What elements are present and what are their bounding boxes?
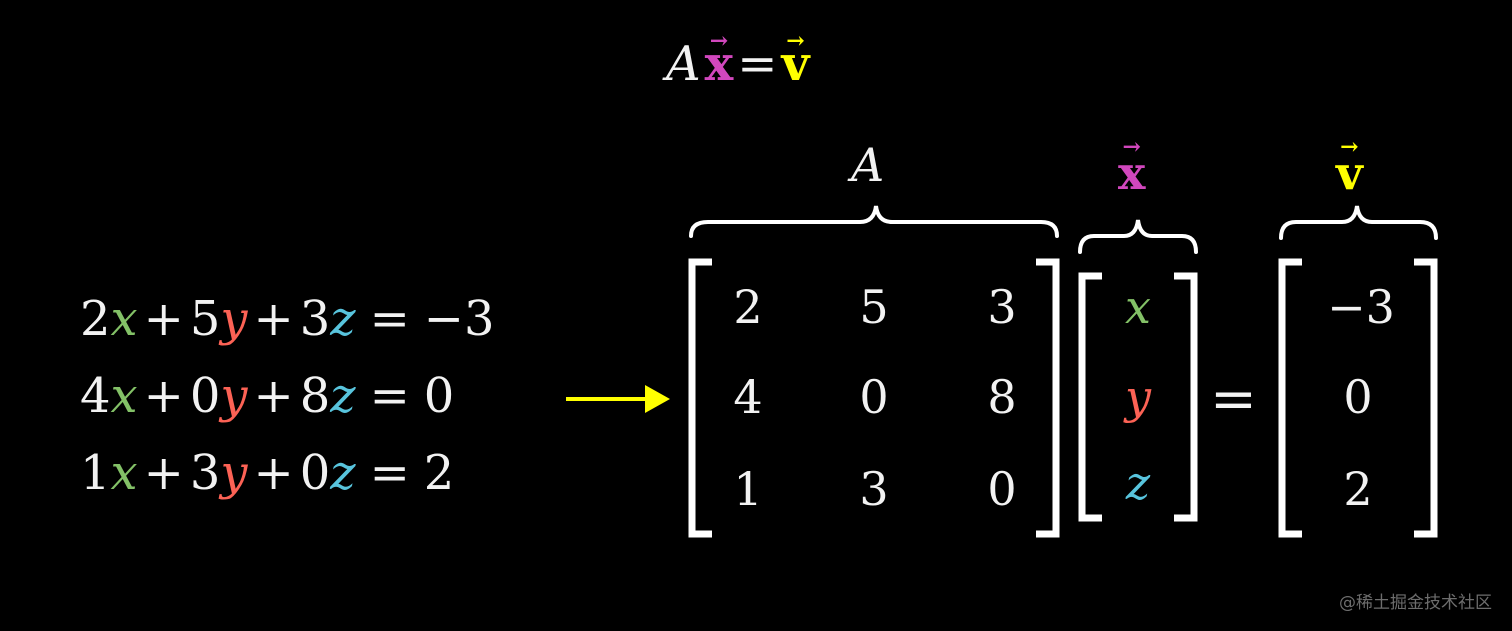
- vector-x-left-bracket: [1078, 272, 1102, 522]
- title-v-letter: v: [781, 36, 810, 92]
- vector-x-entry-x: x: [1125, 280, 1151, 334]
- matrix-A-entry: 4: [733, 370, 763, 424]
- matrix-equals: =: [1210, 367, 1257, 432]
- equation-row-1: 2 x + 5 y + 3 z = −3: [80, 295, 495, 343]
- vector-x-right-bracket: [1174, 272, 1198, 522]
- brace-v: [1279, 205, 1438, 240]
- var-z: z: [330, 291, 356, 347]
- vector-x-entry-z: z: [1125, 456, 1151, 510]
- vector-v-right-bracket: [1414, 258, 1438, 538]
- coef: 3: [189, 445, 221, 501]
- rhs: 2: [423, 445, 455, 501]
- title-vector-v: → v: [780, 30, 812, 88]
- vector-x-entry-y: y: [1125, 370, 1151, 424]
- equation-row-2: 4 x + 0 y + 8 z = 0: [80, 372, 454, 420]
- coef: 0: [189, 368, 221, 424]
- equation-row-3: 1 x + 3 y + 0 z = 2: [80, 449, 454, 497]
- matrix-A-entry: 5: [859, 280, 889, 334]
- plus: +: [143, 445, 184, 501]
- brace-A: [689, 205, 1059, 238]
- coef: 5: [189, 291, 221, 347]
- coef: 8: [299, 368, 331, 424]
- plus: +: [143, 368, 184, 424]
- watermark: @稀土掘金技术社区: [1339, 593, 1492, 613]
- plus: +: [253, 291, 294, 347]
- label-x-arrow: →: [1122, 134, 1141, 160]
- var-y: y: [220, 445, 248, 501]
- rhs: −3: [423, 291, 495, 347]
- title-x-arrow: →: [709, 28, 729, 54]
- vector-v-entry: 0: [1343, 370, 1373, 424]
- vector-v-left-bracket: [1278, 258, 1302, 538]
- matrix-A-entry: 3: [987, 280, 1017, 334]
- label-v-letter: v: [1336, 146, 1363, 200]
- plus: +: [143, 291, 184, 347]
- brace-x: [1078, 219, 1198, 254]
- plus: +: [253, 368, 294, 424]
- title-v-arrow: →: [786, 28, 805, 54]
- label-vector-x: → x: [1118, 136, 1145, 196]
- var-x: x: [110, 368, 138, 424]
- coef: 1: [80, 445, 111, 501]
- coef: 4: [80, 368, 111, 424]
- matrix-A-entry: 8: [987, 370, 1017, 424]
- equals: =: [369, 368, 410, 424]
- matrix-A-left-bracket: [688, 258, 712, 538]
- var-x: x: [110, 291, 138, 347]
- matrix-A-entry: 1: [733, 462, 763, 516]
- vector-v-entry: 2: [1343, 462, 1373, 516]
- title-equation: A → x = → v: [664, 30, 812, 92]
- title-vector-x: → x: [703, 30, 736, 88]
- equals: =: [369, 445, 410, 501]
- rhs: 0: [423, 368, 455, 424]
- coef: 0: [299, 445, 331, 501]
- var-y: y: [220, 368, 248, 424]
- var-y: y: [220, 291, 248, 347]
- coef: 3: [299, 291, 331, 347]
- matrix-A-entry: 3: [859, 462, 889, 516]
- matrix-A-entry: 2: [733, 280, 763, 334]
- matrix-A-entry: 0: [987, 462, 1017, 516]
- title-x-letter: x: [704, 36, 734, 92]
- equals: =: [369, 291, 410, 347]
- title-equals: =: [737, 36, 778, 92]
- transform-arrow-icon: [566, 385, 670, 413]
- label-x-letter: x: [1118, 146, 1146, 200]
- plus: +: [253, 445, 294, 501]
- title-matrix-A: A: [666, 36, 701, 92]
- var-z: z: [330, 368, 356, 424]
- label-v-arrow: →: [1340, 134, 1359, 160]
- coef: 2: [80, 291, 111, 347]
- matrix-A-right-bracket: [1036, 258, 1060, 538]
- label-vector-v: → v: [1336, 136, 1363, 196]
- vector-v-entry: −3: [1327, 280, 1395, 334]
- var-x: x: [110, 445, 138, 501]
- label-A: A: [851, 138, 885, 192]
- var-z: z: [330, 445, 356, 501]
- matrix-A-entry: 0: [859, 370, 889, 424]
